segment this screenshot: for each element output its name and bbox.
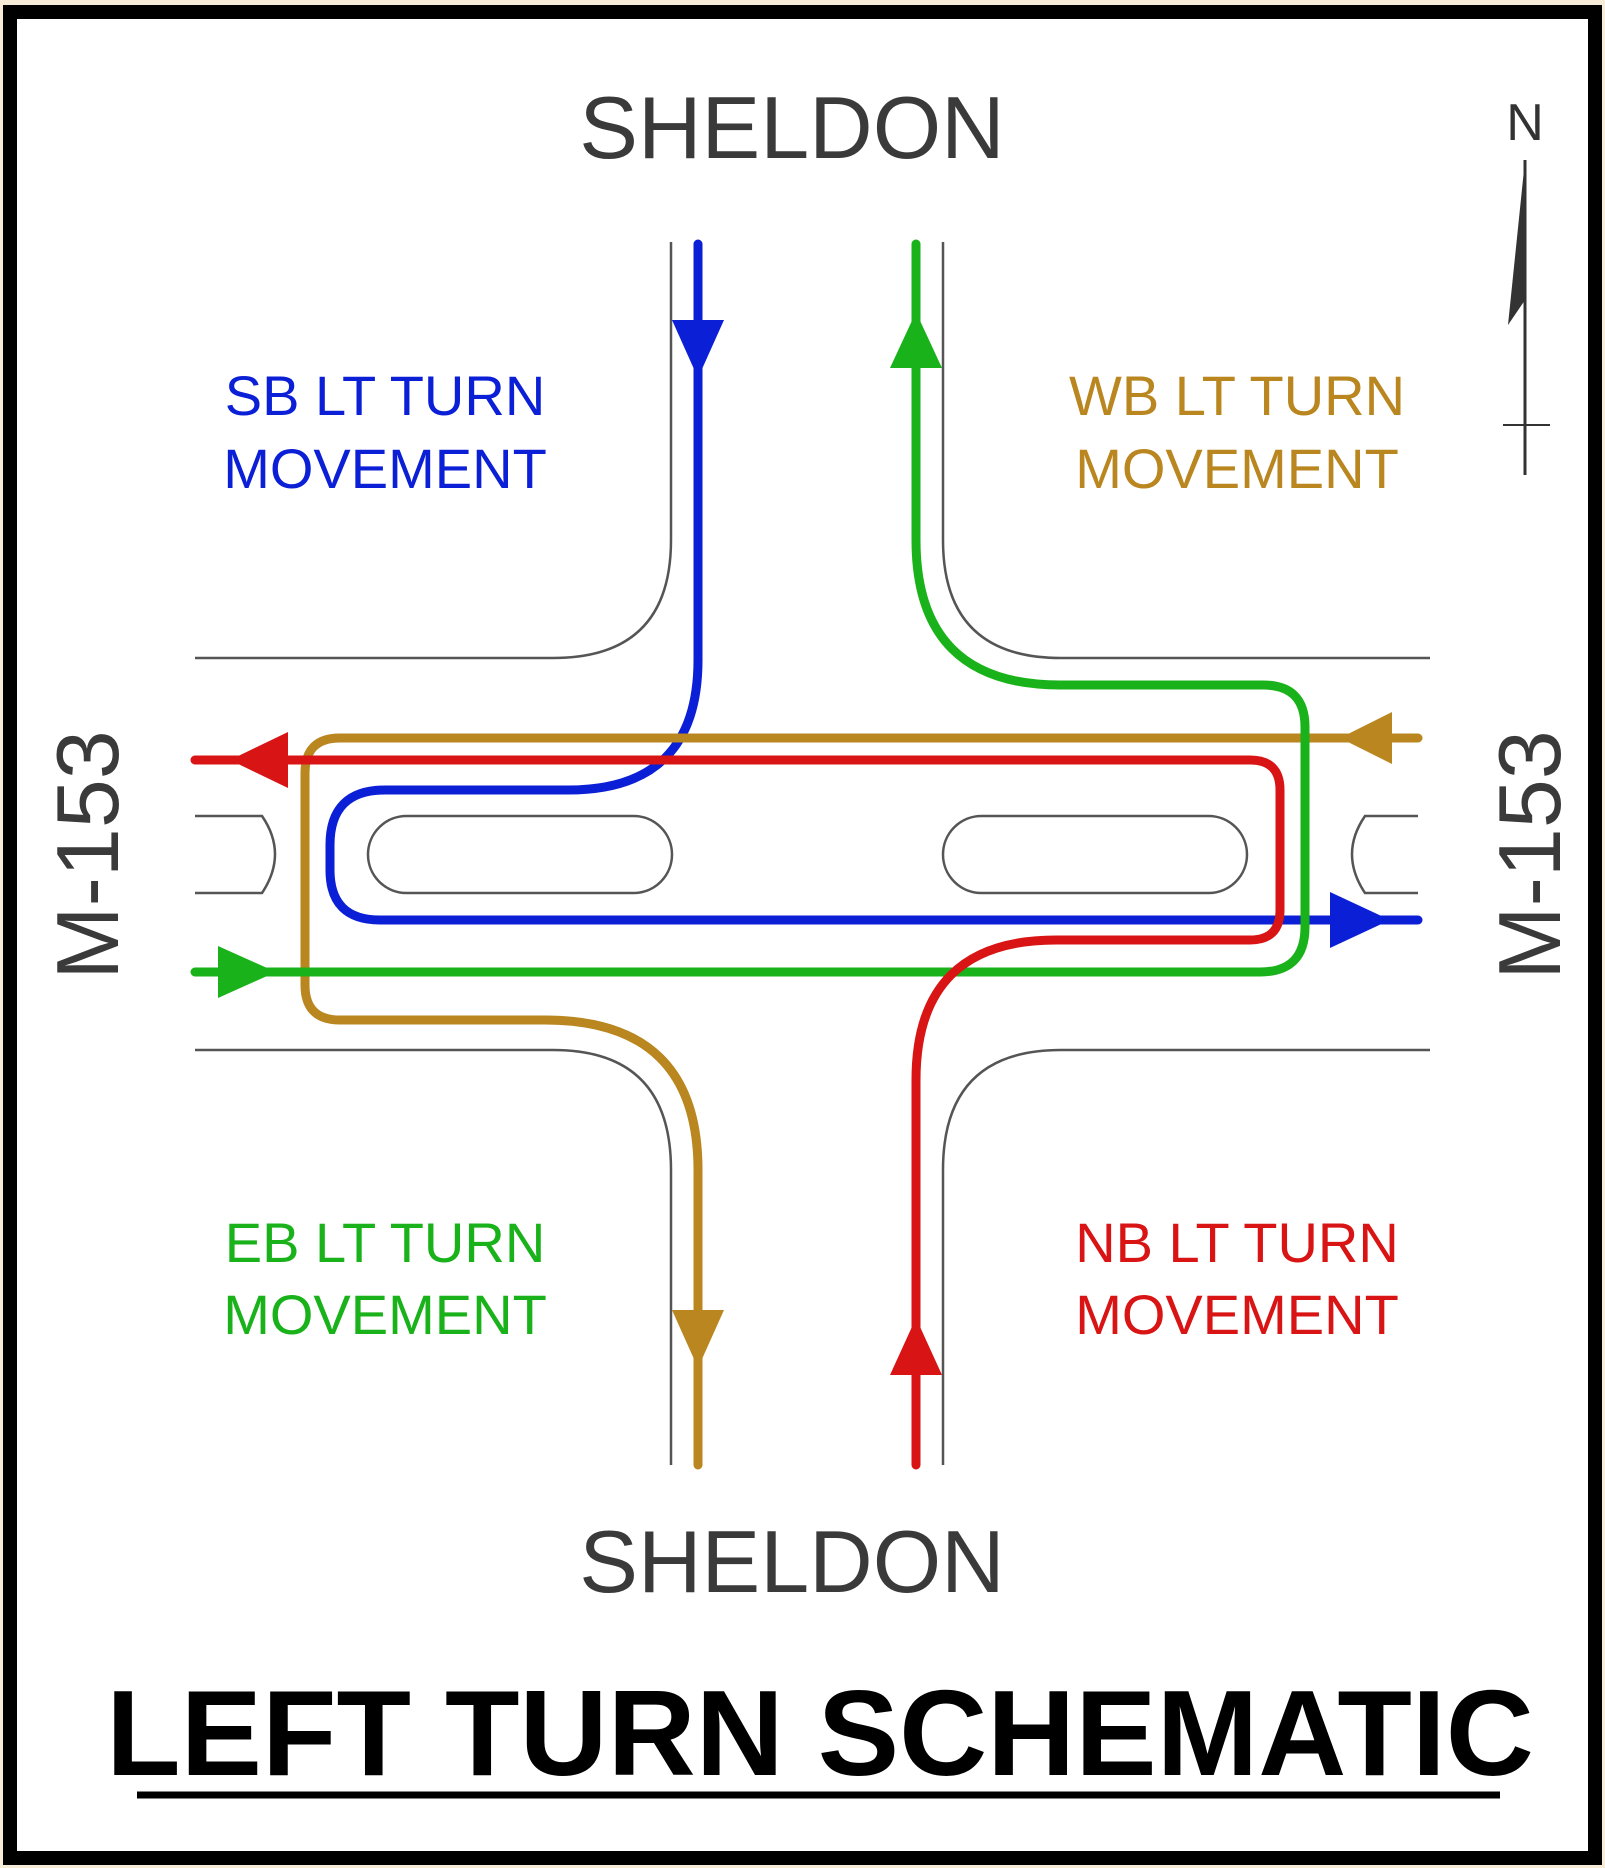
eb-lt-turn-path — [190, 239, 1310, 977]
eb-movement-label: EB LT TURN MOVEMENT — [223, 1211, 547, 1346]
eb-entry-arrow-icon — [218, 946, 276, 998]
sb-arrow-icon — [672, 320, 724, 378]
wb-movement-label: WB LT TURN MOVEMENT — [1069, 364, 1405, 500]
compass-label: N — [1506, 94, 1544, 152]
wb-label-line2: MOVEMENT — [1075, 437, 1399, 500]
nb-lt-turn-path — [190, 755, 1285, 1470]
wb-lt-turn-path — [300, 733, 1423, 1470]
north-arrow-icon — [1503, 160, 1550, 475]
eb-exit-arrow-icon — [890, 312, 942, 368]
sb-exit-arrow-icon — [1330, 892, 1390, 948]
sb-label-line2: MOVEMENT — [223, 437, 547, 500]
nb-label-line1: NB LT TURN — [1075, 1211, 1399, 1274]
nb-exit-arrow-icon — [230, 732, 288, 788]
street-label-south: SHELDON — [579, 1512, 1004, 1611]
nb-label-line2: MOVEMENT — [1075, 1283, 1399, 1346]
roadway-geometry — [195, 242, 1430, 1465]
eb-label-line1: EB LT TURN — [225, 1211, 546, 1274]
street-label-north: SHELDON — [579, 78, 1004, 177]
movement-paths — [190, 239, 1423, 1470]
wb-exit-arrow-icon — [672, 1310, 724, 1368]
wb-label-line1: WB LT TURN — [1069, 364, 1405, 427]
sb-label-line1: SB LT TURN — [225, 364, 546, 427]
nb-movement-label: NB LT TURN MOVEMENT — [1075, 1211, 1399, 1346]
street-label-east: M-153 — [1480, 730, 1579, 979]
eb-label-line2: MOVEMENT — [223, 1283, 547, 1346]
movement-arrowheads — [218, 312, 1392, 1375]
street-label-west: M-153 — [38, 730, 137, 979]
diagram-title: LEFT TURN SCHEMATIC — [106, 1665, 1534, 1801]
wb-entry-arrow-icon — [1340, 712, 1392, 764]
nb-entry-arrow-icon — [890, 1318, 942, 1375]
sb-movement-label: SB LT TURN MOVEMENT — [223, 364, 547, 500]
